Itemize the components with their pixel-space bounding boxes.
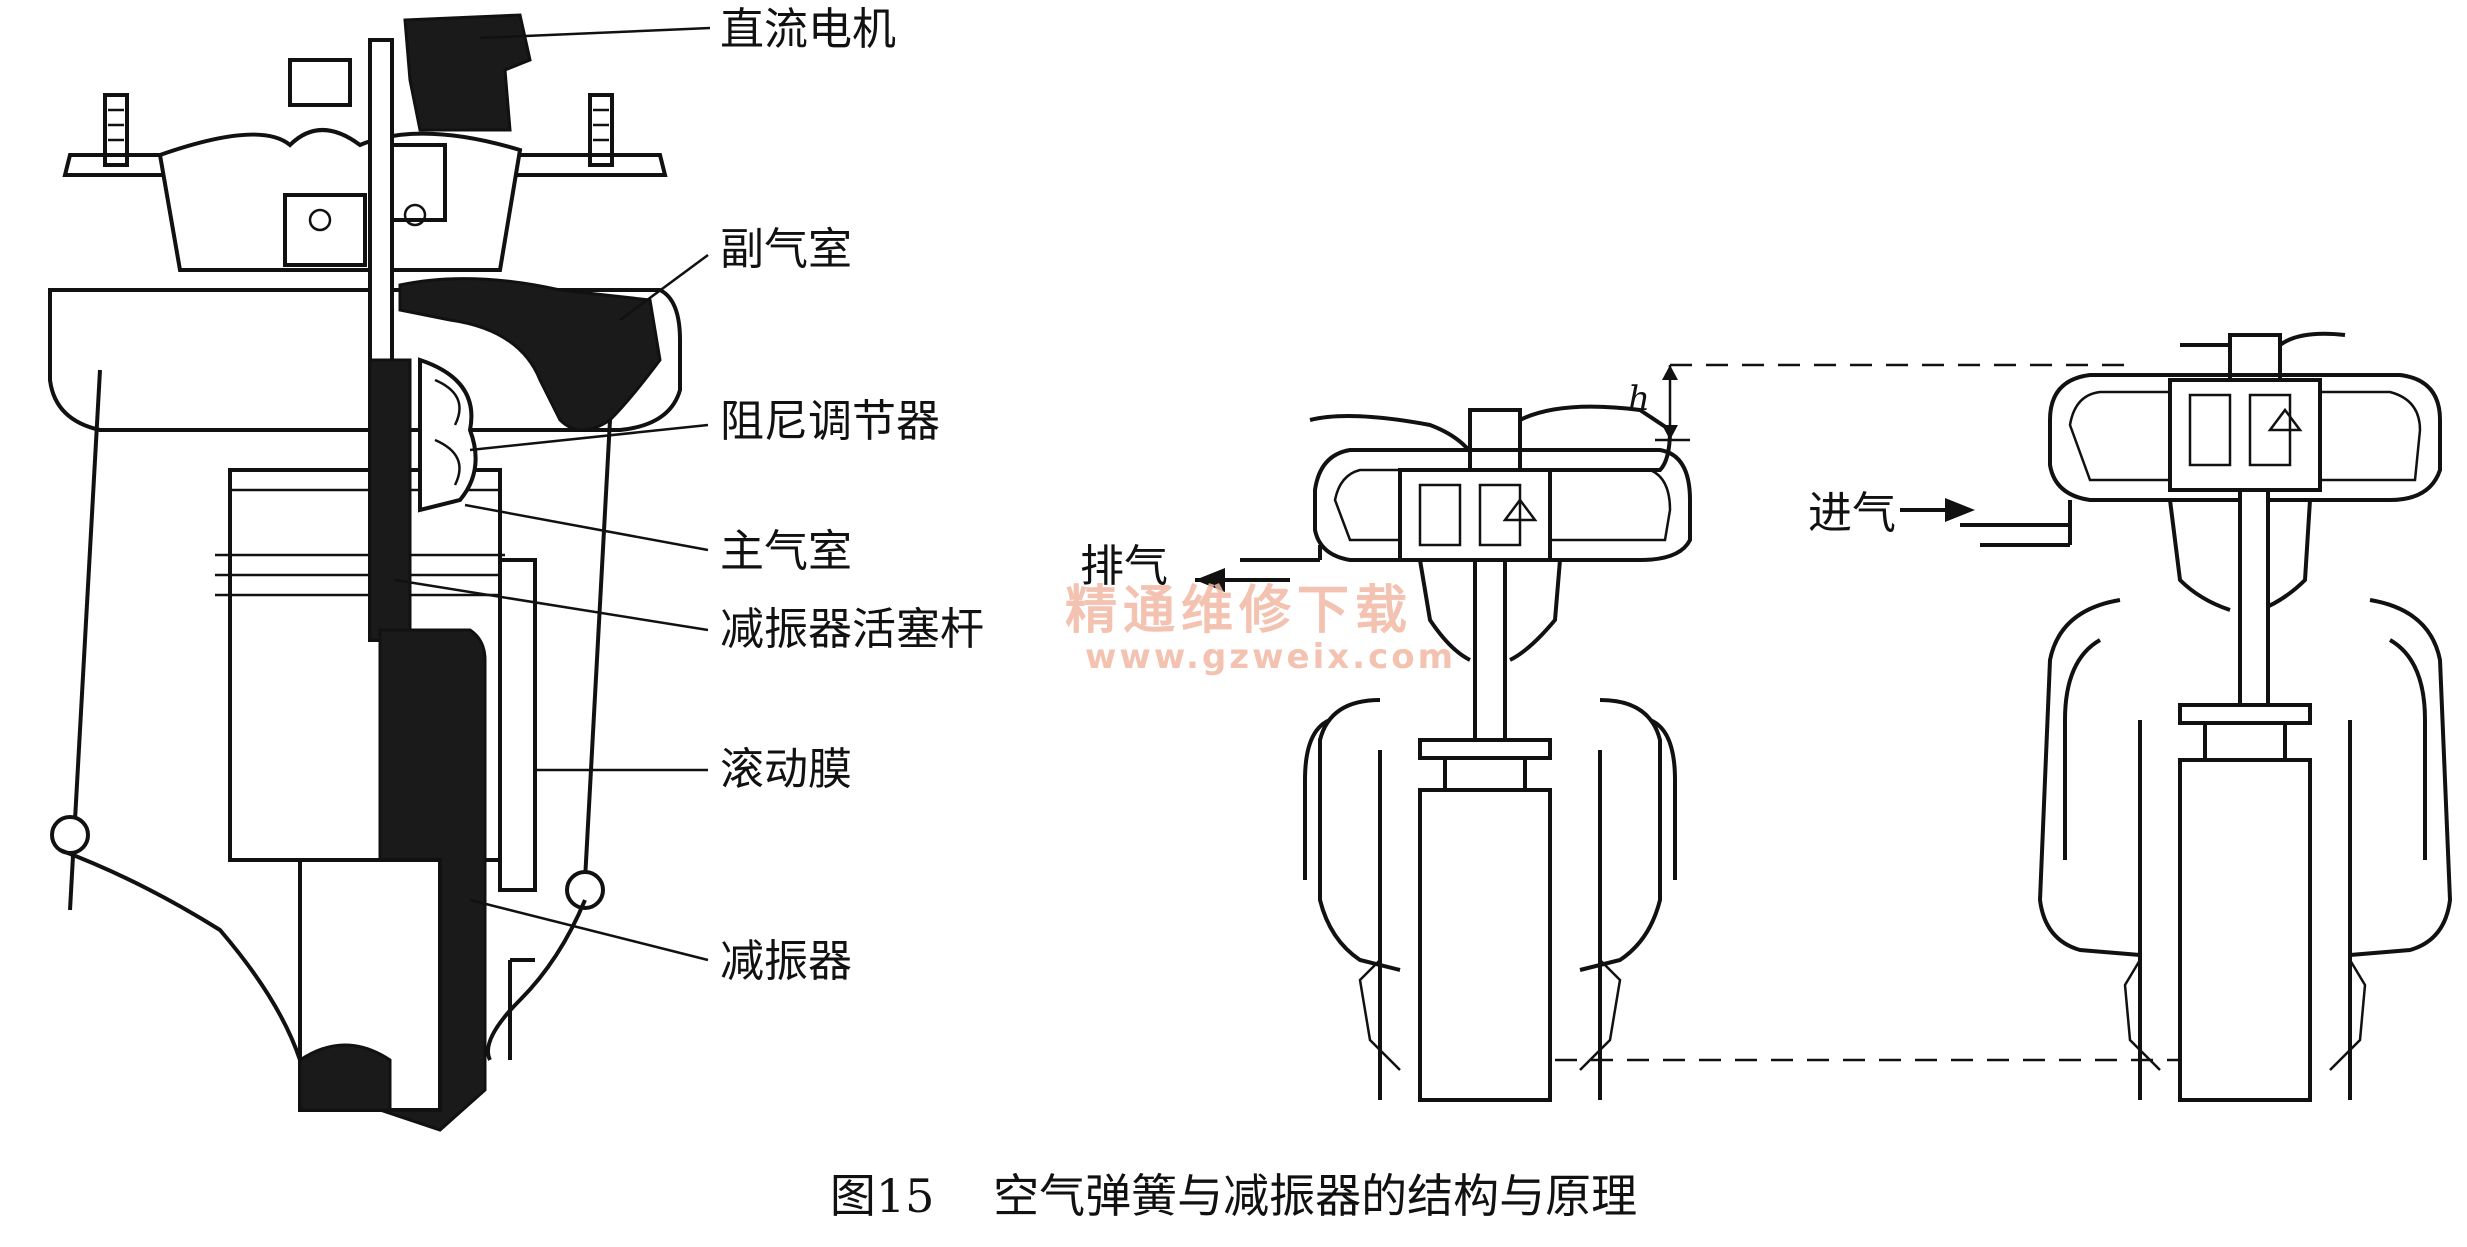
label-piston-rod: 减振器活塞杆 — [720, 604, 984, 655]
watermark-text: 精通维修下载 — [1065, 581, 1414, 641]
callout-leaders — [394, 26, 711, 962]
exhaust-state-diagram — [1195, 365, 1692, 1102]
label-damping-adjuster: 阻尼调节器 — [720, 396, 940, 447]
label-dc-motor: 直流电机 — [720, 4, 896, 55]
caption-number: 图15 — [829, 1169, 935, 1223]
left-cutaway-assembly — [48, 13, 682, 1132]
watermark-url: www.gzweix.com — [1085, 637, 1457, 677]
intake-state-diagram — [1900, 331, 2453, 1102]
dc-motor-shape — [403, 13, 532, 132]
aux-chamber-shape — [398, 277, 662, 432]
label-aux-chamber: 副气室 — [720, 224, 852, 275]
label-main-chamber: 主气室 — [720, 526, 852, 577]
mounting-bolt-right — [588, 93, 614, 167]
caption-title: 空气弹簧与减振器的结构与原理 — [993, 1169, 1638, 1223]
label-exhaust: 排气 — [1080, 541, 1168, 592]
reference-dashed-lines — [1555, 363, 2180, 1062]
height-symbol: h — [1628, 379, 1650, 419]
label-intake: 进气 — [1808, 488, 1896, 539]
label-shock-absorber: 减振器 — [720, 936, 852, 987]
figure-caption: 图15 空气弹簧与减振器的结构与原理 — [0, 1160, 2467, 1226]
label-rolling-diaphragm: 滚动膜 — [720, 744, 852, 795]
mounting-bolt-left — [103, 93, 129, 167]
